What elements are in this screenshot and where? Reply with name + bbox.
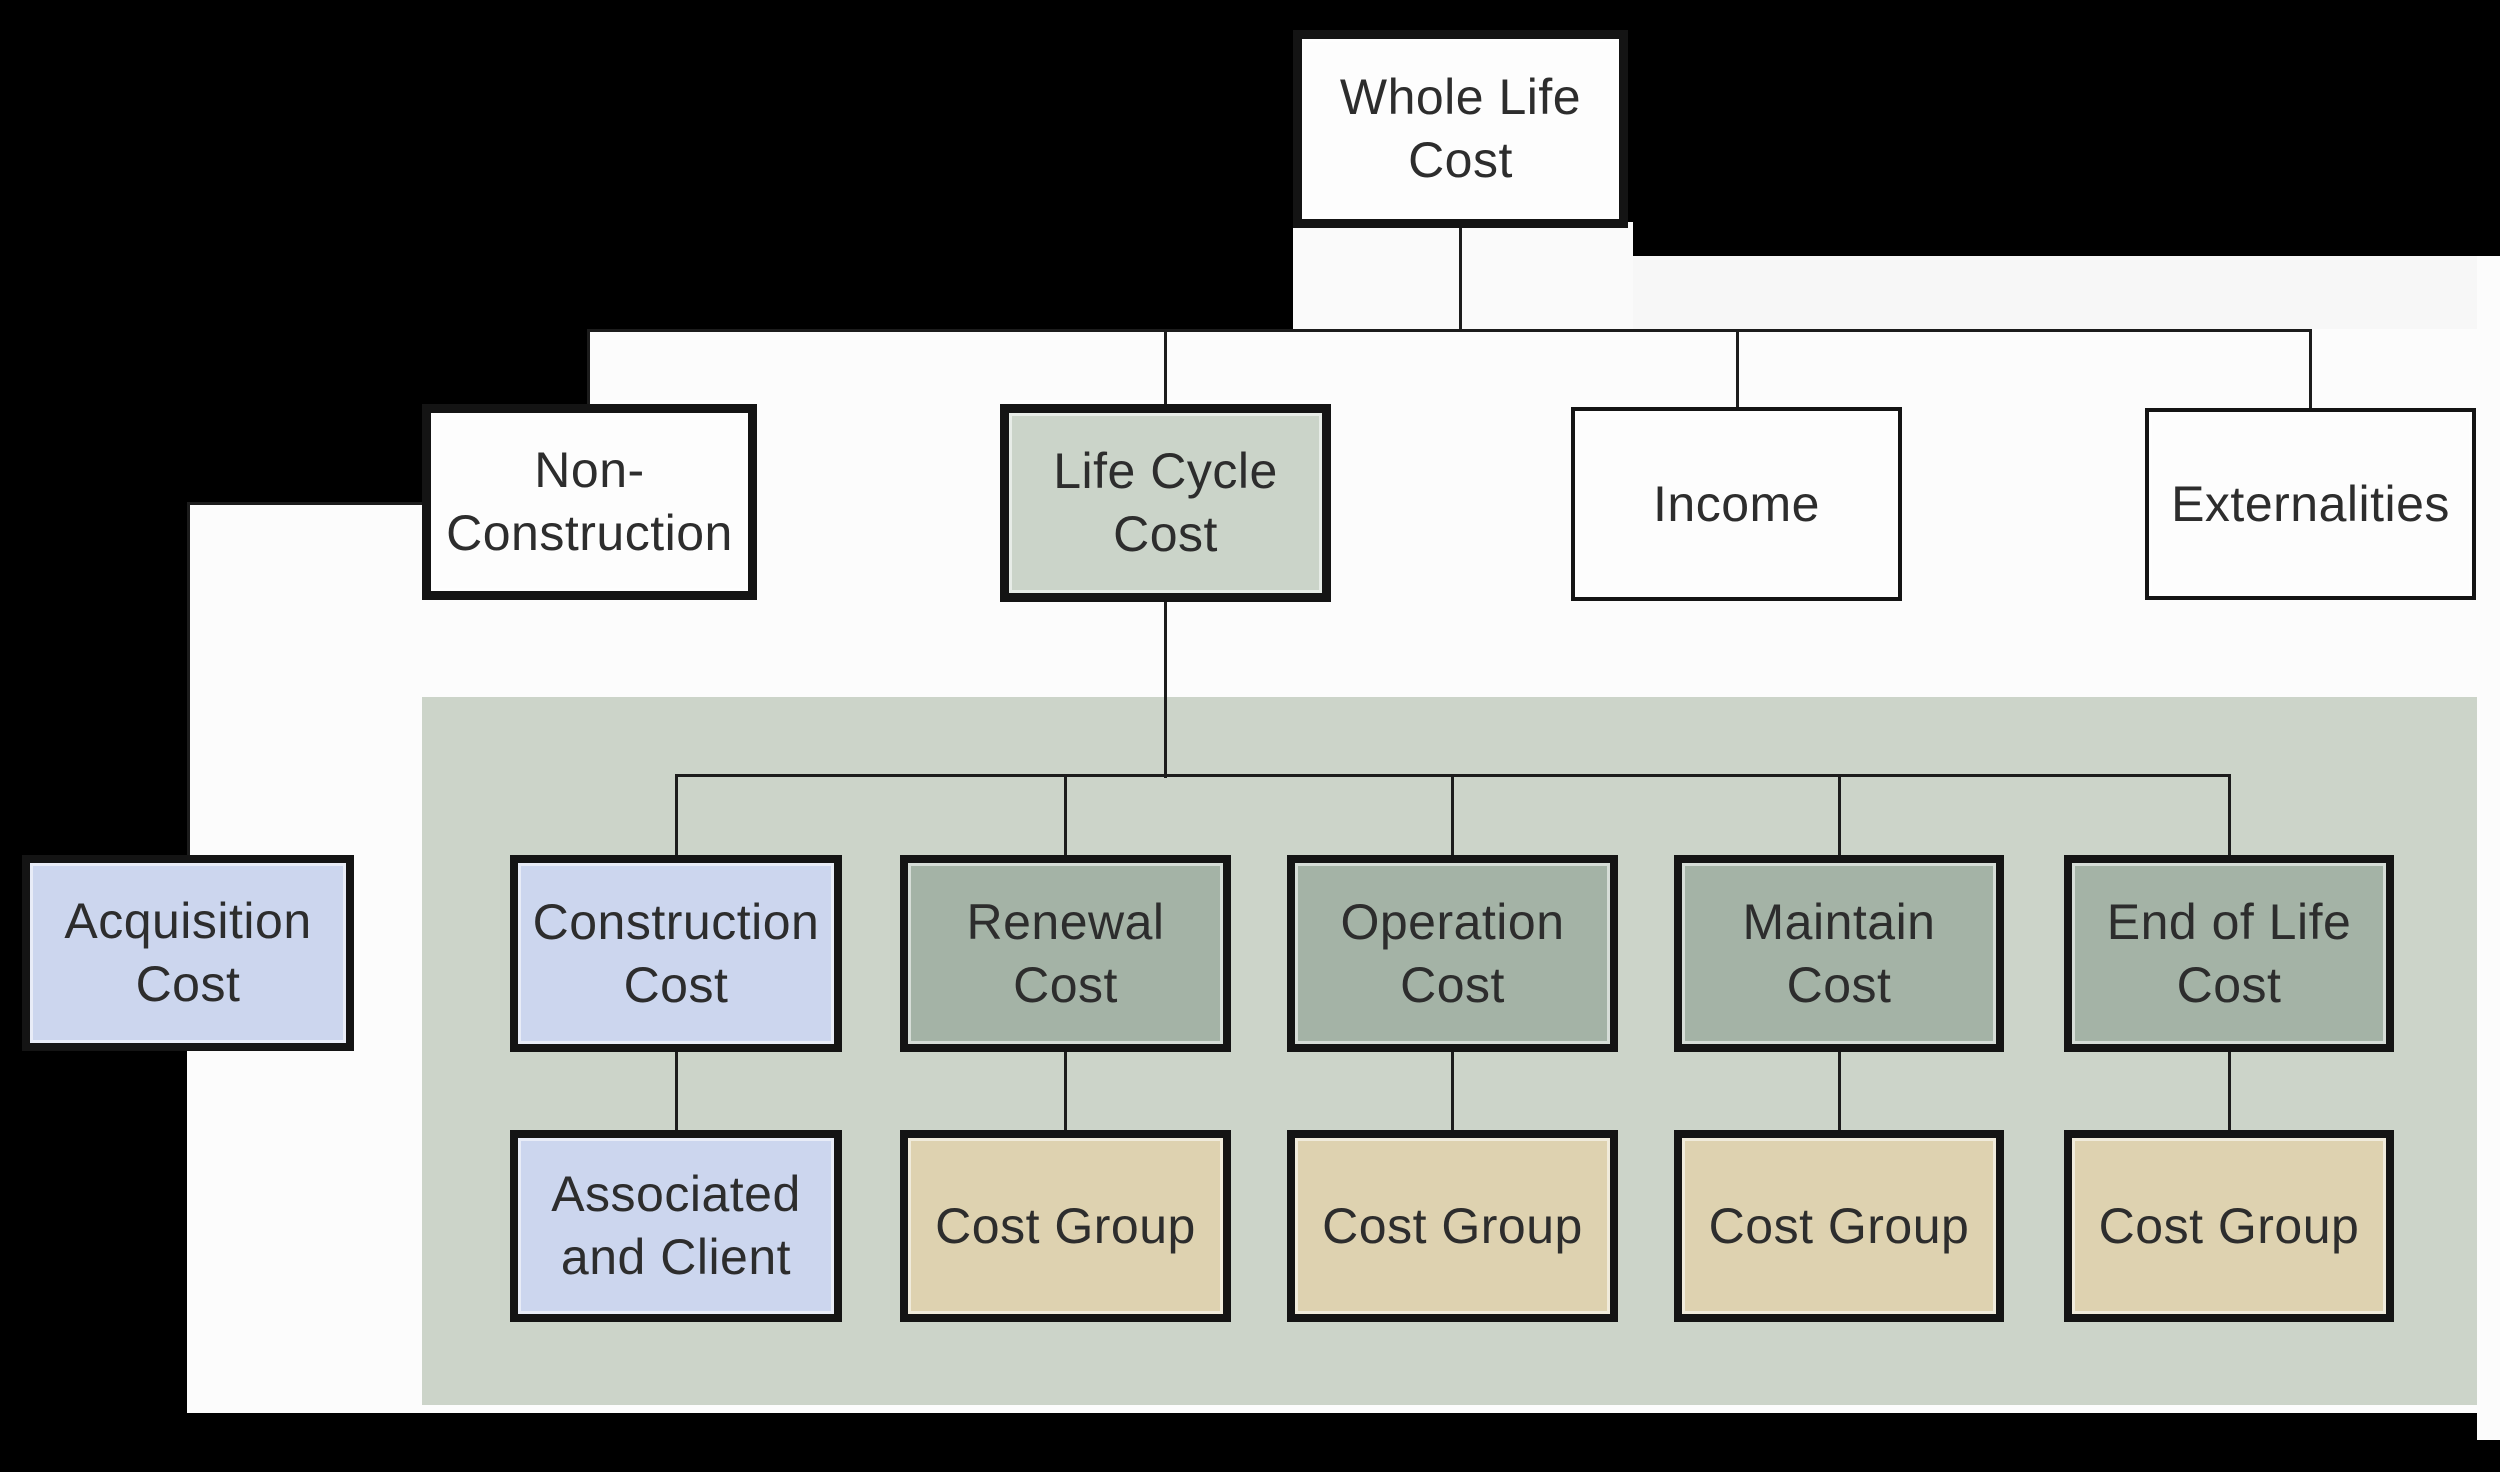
node-life-cycle-cost: Life Cycle Cost — [1000, 404, 1331, 602]
connector-line-19 — [2228, 1050, 2231, 1132]
connector-line-13 — [1838, 774, 1841, 857]
connector-line-12 — [1451, 774, 1454, 857]
node-construction-cost: Construction Cost — [510, 855, 842, 1052]
backdrop-white-1 — [1633, 256, 2500, 332]
connector-line-3 — [1164, 329, 1167, 406]
connector-line-15 — [675, 1050, 678, 1132]
node-cost-group-operation: Cost Group — [1287, 1130, 1618, 1322]
connector-line-5 — [2309, 329, 2312, 410]
node-renewal-cost: Renewal Cost — [900, 855, 1231, 1052]
connector-line-10 — [675, 774, 678, 857]
connector-line-6 — [187, 502, 422, 505]
connector-line-1 — [587, 329, 2311, 332]
node-cost-group-maintain: Cost Group — [1674, 1130, 2004, 1322]
connector-line-7 — [187, 502, 190, 855]
backdrop-white-6 — [422, 1403, 2477, 1413]
backdrop-white-3 — [422, 598, 590, 700]
node-cost-group-end-of-life: Cost Group — [2064, 1130, 2394, 1322]
connector-line-14 — [2228, 774, 2231, 857]
connector-line-17 — [1451, 1050, 1454, 1132]
node-non-construction: Non- Construction — [422, 404, 757, 600]
node-associated-and-client: Associated and Client — [510, 1130, 842, 1322]
node-end-of-life-cost: End of Life Cost — [2064, 855, 2394, 1052]
node-cost-group-renewal: Cost Group — [900, 1130, 1231, 1322]
connector-line-11 — [1064, 774, 1067, 857]
node-externalities: Externalities — [2145, 408, 2476, 600]
backdrop-white-0 — [1293, 222, 1633, 332]
node-maintain-cost: Maintain Cost — [1674, 855, 2004, 1052]
connector-line-16 — [1064, 1050, 1067, 1132]
node-operation-cost: Operation Cost — [1287, 855, 1618, 1052]
connector-line-18 — [1838, 1050, 1841, 1132]
connector-line-4 — [1736, 329, 1739, 409]
backdrop-white-5 — [2477, 256, 2500, 1440]
node-income: Income — [1571, 407, 1902, 601]
connector-line-8 — [1164, 602, 1167, 778]
node-whole-life-cost: Whole Life Cost — [1293, 30, 1628, 228]
connector-line-0 — [1459, 228, 1462, 332]
node-acquisition-cost: Acquisition Cost — [22, 855, 354, 1051]
connector-line-2 — [587, 329, 590, 406]
